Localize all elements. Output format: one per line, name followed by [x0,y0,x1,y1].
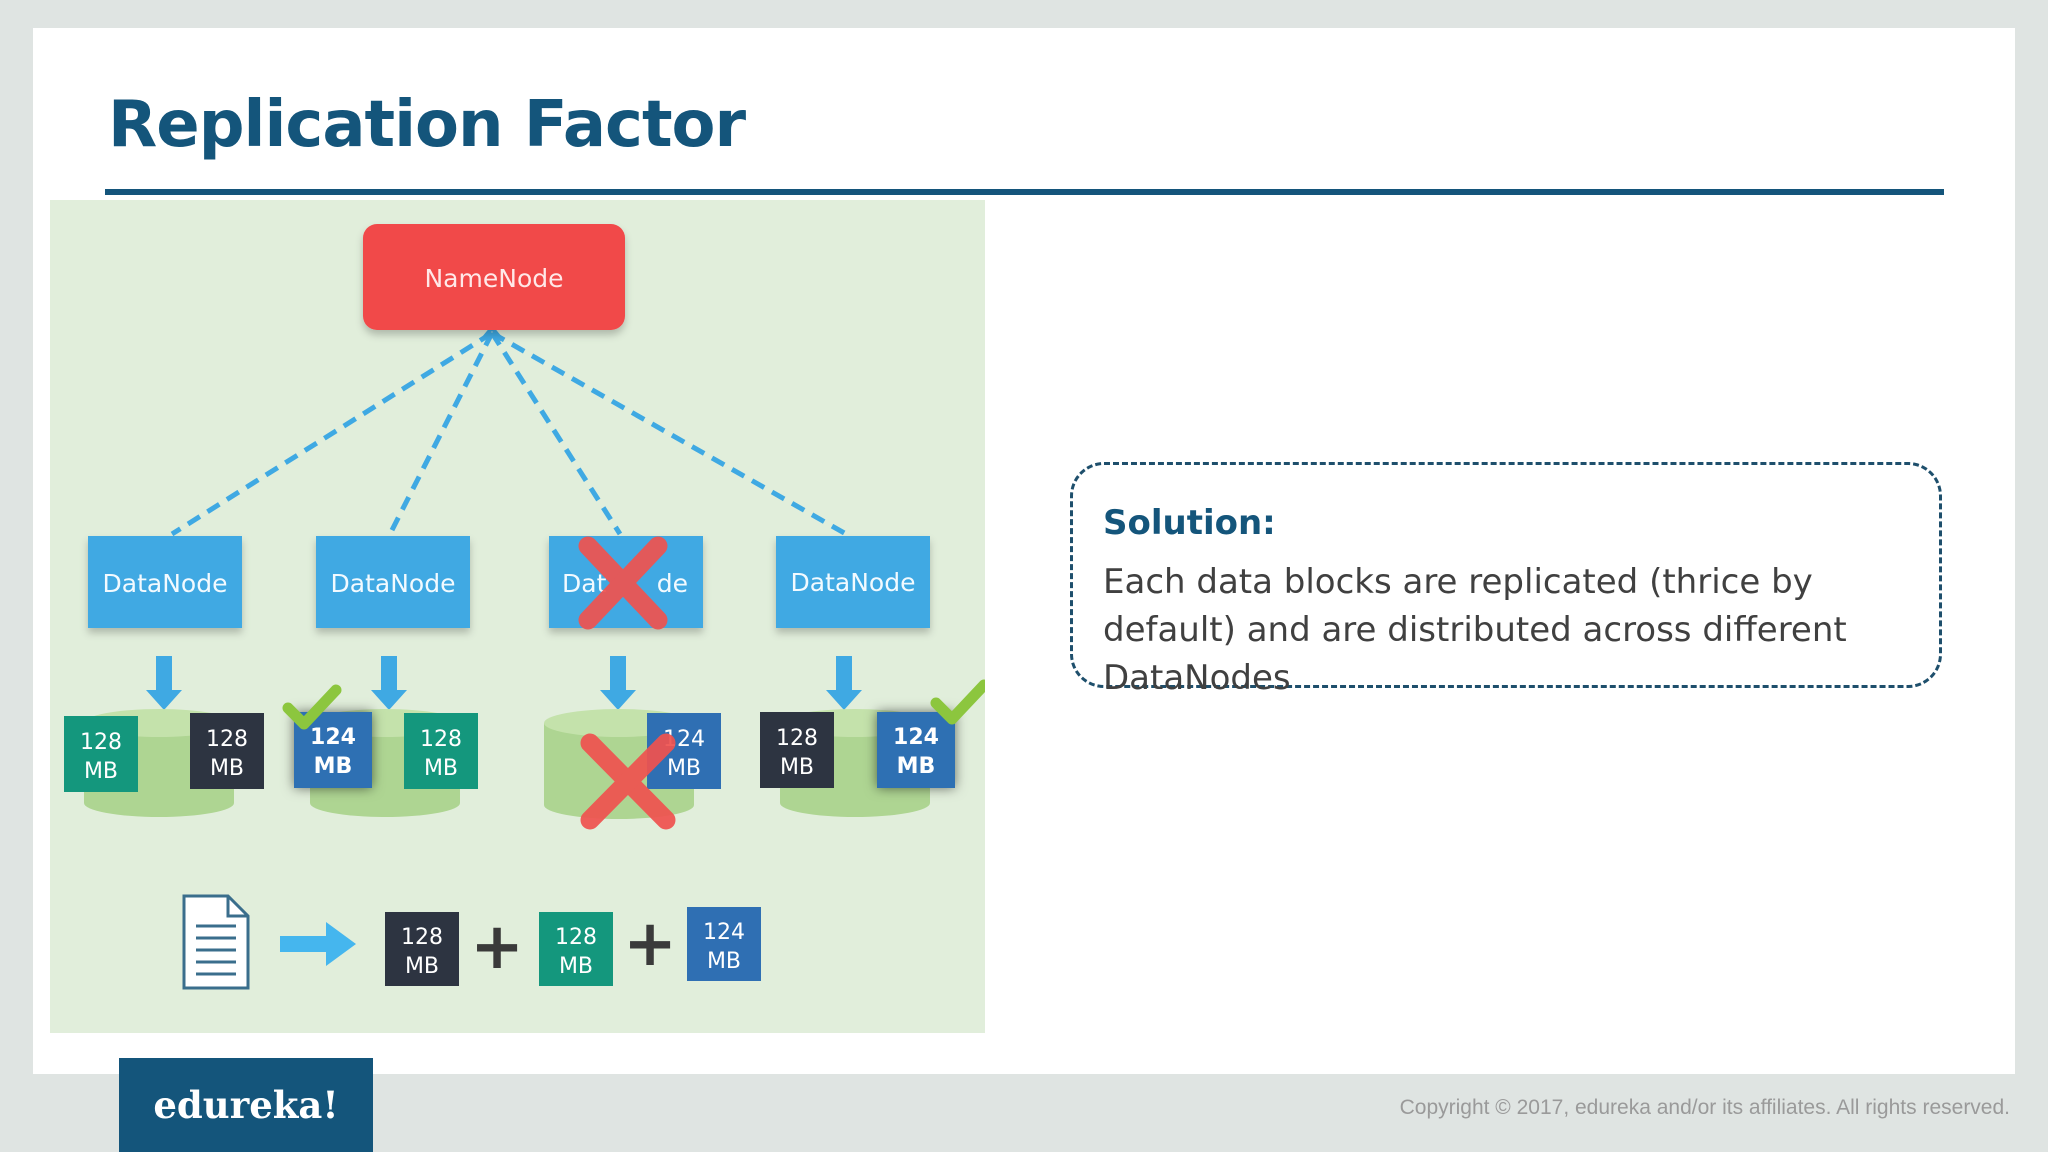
svg-text:MB: MB [897,754,936,779]
replication-diagram: NameNode DataNode DataNode Dat de DataNo… [50,200,985,1033]
datanode-3-failed: Dat de [549,536,703,630]
svg-text:MB: MB [707,949,741,974]
edureka-logo: edureka! [119,1058,373,1152]
solution-heading: Solution: [1103,503,1276,543]
svg-text:MB: MB [559,954,593,979]
block-128-teal: 128 MB [64,716,138,792]
diagram-svg: NameNode DataNode DataNode Dat de DataNo… [64,224,985,990]
connector-line-2 [387,331,495,536]
svg-text:MB: MB [424,756,458,781]
down-arrow-icon [371,656,407,710]
svg-text:128: 128 [206,727,248,752]
block-124-blue-replica: 124 MB [877,712,955,788]
connector-line-1 [170,330,494,537]
svg-text:MB: MB [84,759,118,784]
svg-text:124: 124 [310,725,356,750]
down-arrows [146,656,862,710]
green-check-icon [930,679,985,725]
svg-text:124: 124 [893,725,939,750]
datanode-label-partial-right: de [657,569,688,598]
svg-text:MB: MB [780,755,814,780]
right-arrow-icon [280,922,356,966]
red-x-icon [578,536,668,630]
namenode-label: NameNode [424,264,563,293]
title-underline [105,189,1944,195]
svg-text:MB: MB [314,754,353,779]
svg-text:128: 128 [420,727,462,752]
svg-text:128: 128 [776,726,818,751]
green-check-icon [282,684,342,730]
down-arrow-icon [826,656,862,710]
slide-title: Replication Factor [108,88,746,162]
block-128-teal: 128 MB [539,912,613,986]
datanode-label: DataNode [103,569,228,598]
datanode-label: DataNode [331,569,456,598]
svg-text:128: 128 [80,730,122,755]
connector-lines [170,330,848,537]
namenode-box: NameNode [363,224,625,330]
connector-line-4 [490,330,848,537]
red-x-icon [580,733,676,830]
block-128-navy: 128 MB [760,712,834,788]
block-128-teal: 128 MB [404,713,478,789]
plus-sign: + [623,907,677,981]
document-icon [182,894,250,990]
svg-text:124: 124 [703,920,745,945]
datanode-2: DataNode [316,536,470,628]
svg-text:MB: MB [210,756,244,781]
datanode-label: DataNode [791,568,916,597]
svg-text:128: 128 [401,925,443,950]
down-arrow-icon [600,656,636,710]
solution-callout [1070,462,1942,688]
datanode-4: DataNode [776,536,930,628]
datanode-1: DataNode [88,536,242,628]
down-arrow-icon [146,656,182,710]
svg-text:MB: MB [667,756,701,781]
svg-text:MB: MB [405,954,439,979]
copyright-notice: Copyright © 2017, edureka and/or its aff… [1399,1096,2010,1119]
solution-text: Each data blocks are replicated (thrice … [1103,562,1847,698]
svg-text:128: 128 [555,925,597,950]
connector-line-3 [489,331,623,536]
block-128-navy: 128 MB [385,912,459,986]
plus-sign: + [470,910,524,984]
datanode-label-partial-left: Dat [562,569,607,598]
block-128-navy: 128 MB [190,713,264,789]
block-124-blue: 124 MB [687,907,761,981]
